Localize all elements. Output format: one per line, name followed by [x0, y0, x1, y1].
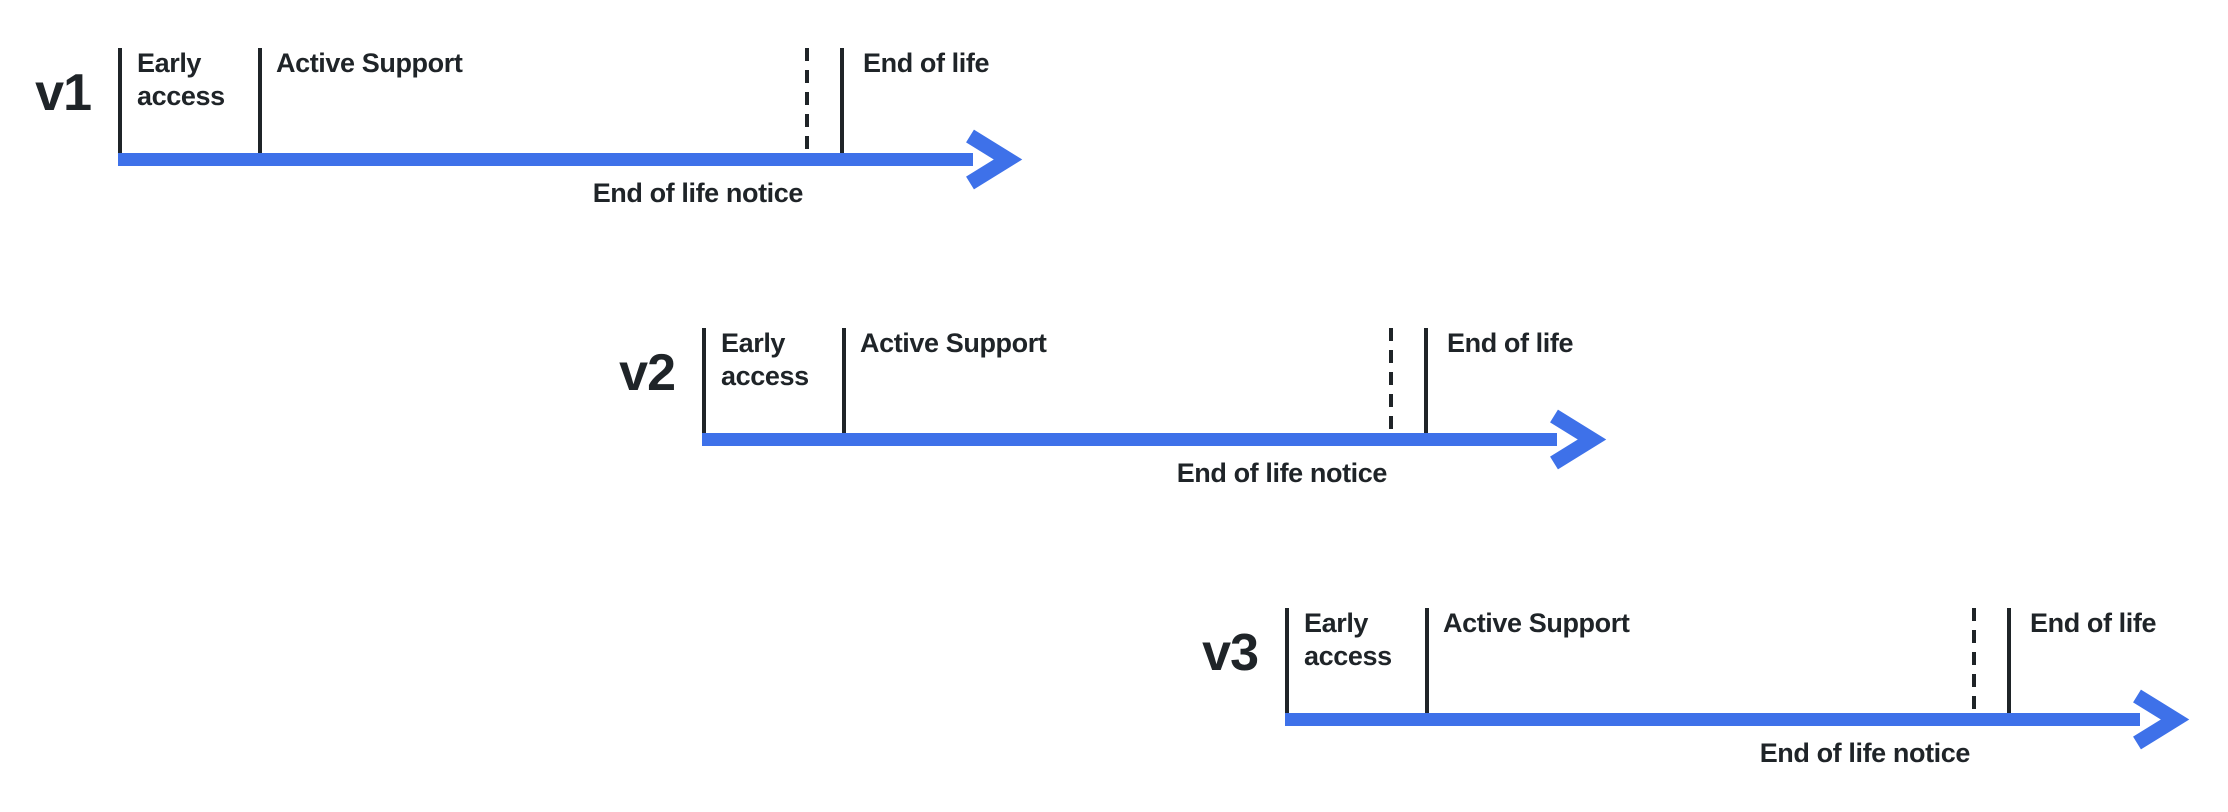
active-support-label: Active Support — [276, 48, 463, 78]
end-of-life-label: End of life — [863, 48, 989, 78]
version-label: v1 — [35, 64, 91, 122]
timeline-arrow-shaft — [702, 433, 1557, 446]
early-access-label-line2: access — [137, 81, 225, 111]
timeline-v2: v2 Early access Active Support End of li… — [619, 328, 1607, 488]
early-access-label-line1: Early — [721, 328, 785, 358]
arrowhead-icon — [966, 129, 1023, 190]
end-of-life-label: End of life — [2030, 608, 2156, 638]
end-of-life-notice-label: End of life notice — [593, 178, 804, 208]
early-access-label-line1: Early — [1304, 608, 1368, 638]
early-access-label-line2: access — [721, 361, 809, 391]
early-access-label-line2: access — [1304, 641, 1392, 671]
timeline-v1: v1 Early access Active Support End of li… — [35, 48, 1023, 208]
version-label: v3 — [1202, 624, 1258, 682]
version-label: v2 — [619, 344, 675, 402]
arrowhead-icon — [1550, 409, 1607, 470]
active-support-label: Active Support — [1443, 608, 1630, 638]
end-of-life-notice-label: End of life notice — [1177, 458, 1388, 488]
timeline-arrow-shaft — [118, 153, 973, 166]
end-of-life-label: End of life — [1447, 328, 1573, 358]
timeline-arrow-shaft — [1285, 713, 2140, 726]
timeline-v3: v3 Early access Active Support End of li… — [1202, 608, 2190, 768]
early-access-label-line1: Early — [137, 48, 201, 78]
active-support-label: Active Support — [860, 328, 1047, 358]
end-of-life-notice-label: End of life notice — [1760, 738, 1971, 768]
arrowhead-icon — [2133, 689, 2190, 750]
